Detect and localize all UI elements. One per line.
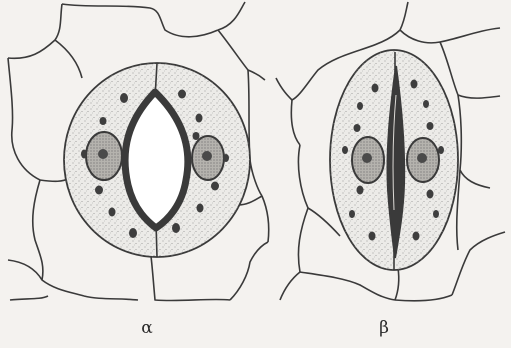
panel-label-beta: β	[369, 318, 399, 338]
panel-alpha	[8, 2, 269, 301]
panel-beta	[276, 2, 505, 301]
panel-label-alpha: α	[132, 318, 162, 338]
